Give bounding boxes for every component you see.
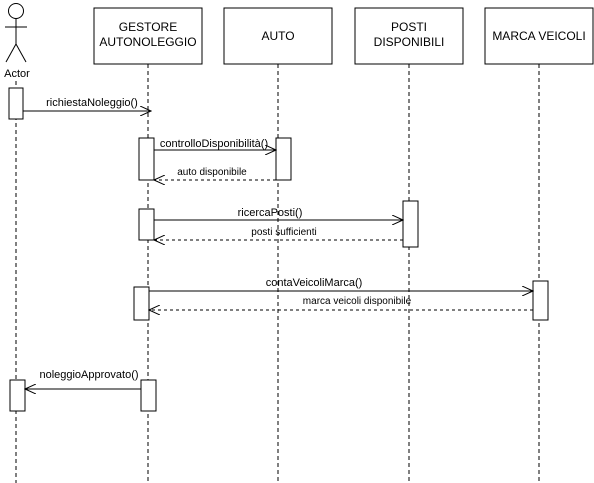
message-label-noleggio: noleggioApprovato() xyxy=(39,369,138,381)
participant-label-posti-2: DISPONIBILI xyxy=(374,35,445,49)
activation-auto-1 xyxy=(275,137,292,181)
message-label-ricerca: ricercaPosti() xyxy=(238,207,303,219)
activation-marca-1 xyxy=(532,280,549,321)
participant-label-gestore-2: AUTONOLEGGIO xyxy=(99,35,196,49)
participant-box-gestore xyxy=(93,7,203,65)
message-label-conta: contaVeicoliMarca() xyxy=(266,277,363,289)
return-label-auto: auto disponibile xyxy=(177,167,247,178)
participant-box-posti xyxy=(354,7,464,65)
activation-actor-2 xyxy=(9,379,26,412)
participant-box-marca xyxy=(484,7,594,65)
actor-figure xyxy=(5,3,27,63)
participant-label-marca: MARCA VEICOLI xyxy=(492,29,585,43)
participant-label-posti-1: POSTI xyxy=(391,20,427,34)
message-label-richiesta: richiestaNoleggio() xyxy=(46,97,138,109)
participant-box-auto xyxy=(223,7,333,65)
actor-label: Actor xyxy=(4,68,30,80)
activation-actor-1 xyxy=(8,87,24,120)
return-label-marca: marca veicoli disponibile xyxy=(303,296,412,307)
return-label-posti: posti sufficienti xyxy=(251,227,316,238)
activation-gestore-1 xyxy=(138,137,155,181)
participant-label-auto: AUTO xyxy=(261,29,294,43)
activation-gestore-2 xyxy=(138,208,155,241)
activation-gestore-3 xyxy=(133,286,150,321)
activation-posti-1 xyxy=(402,200,419,248)
activation-gestore-4 xyxy=(140,379,157,412)
message-label-controllo: controlloDisponibilità() xyxy=(160,138,268,150)
participant-label-gestore-1: GESTORE xyxy=(119,20,177,34)
